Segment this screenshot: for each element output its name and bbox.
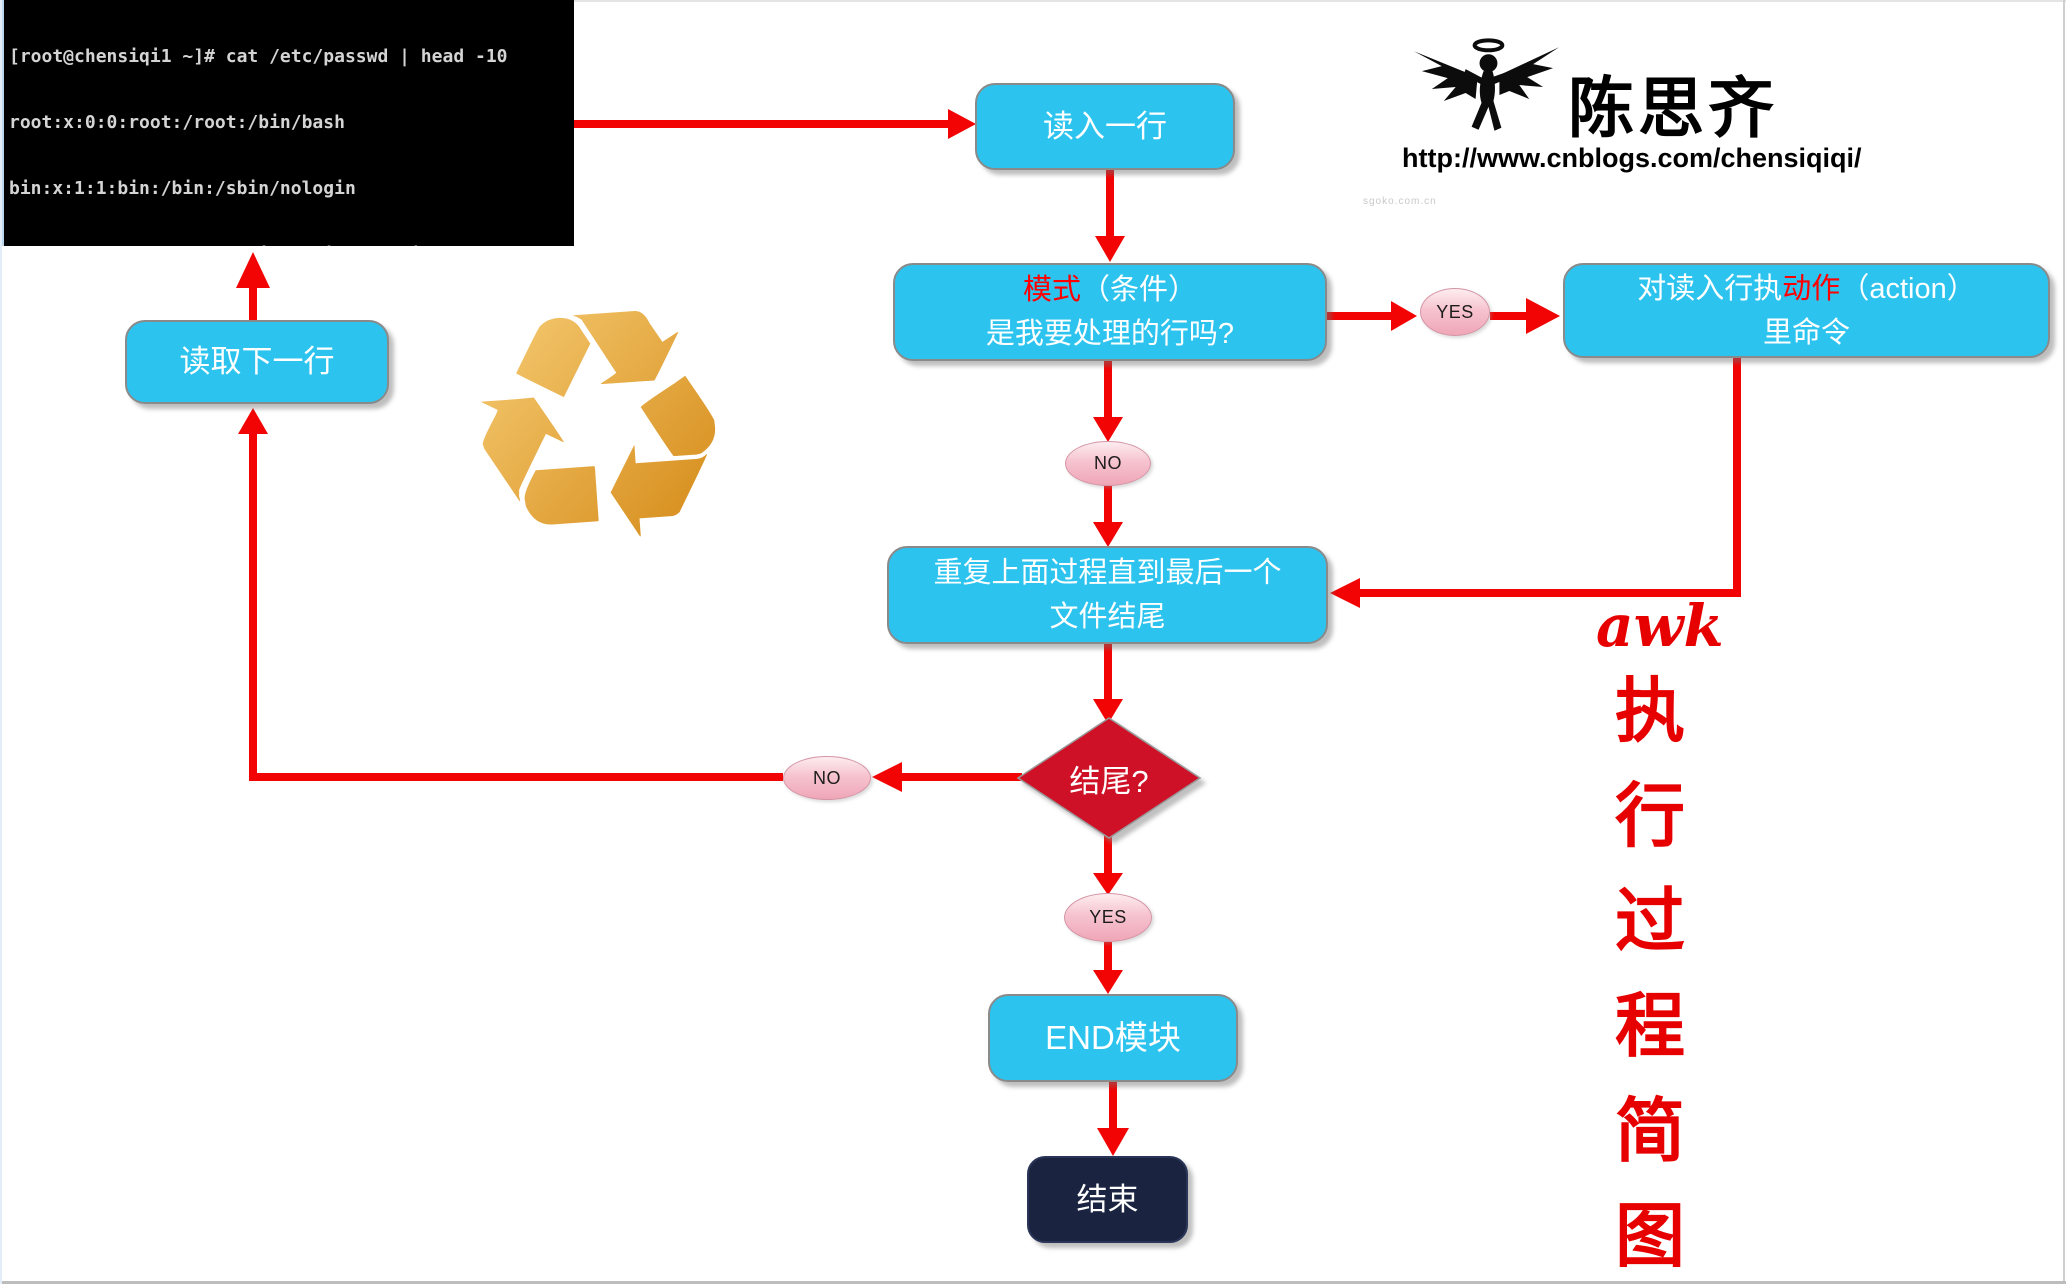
arrow-read-next-to-terminal <box>249 288 257 320</box>
oval-label: YES <box>1436 301 1474 322</box>
arrow-no-to-repeat <box>1104 486 1112 522</box>
arrow-endblock-to-finish <box>1109 1082 1117 1128</box>
node-label: 结束 <box>1076 1181 1139 1217</box>
arrowhead-left-icon <box>1330 578 1360 608</box>
node-line1: 重复上面过程直到最后一个 <box>933 557 1282 589</box>
arrow-yes-to-action <box>1490 312 1526 320</box>
arrow-read-line-to-pattern <box>1106 170 1114 236</box>
arrow-no-left-segment <box>249 773 783 781</box>
node-line1: 模式（条件） <box>1023 268 1197 312</box>
oval-label: YES <box>1089 907 1127 927</box>
node-read-next-line: 读取下一行 <box>125 320 389 404</box>
node-line1: 对读入行执动作（action） <box>1637 267 1975 311</box>
oval-label: NO <box>813 767 841 788</box>
arrow-terminal-to-read-line <box>574 120 948 128</box>
recycle-icon: ♻ <box>442 239 755 617</box>
vertical-title-char: 过 <box>1615 882 1685 960</box>
terminal-screenshot: [root@chensiqi1 ~]# cat /etc/passwd | he… <box>2 0 574 246</box>
pattern-red-text: 模式 <box>1022 274 1081 306</box>
oval-yes-pattern: YES <box>1420 288 1490 336</box>
arrowhead-right-icon <box>1526 298 1560 334</box>
action-post-text: （action） <box>1840 272 1976 305</box>
arrowhead-down-icon <box>1095 236 1125 262</box>
arrow-pattern-to-no <box>1104 361 1112 417</box>
oval-no-endcheck: NO <box>783 756 871 800</box>
node-label: 读取下一行 <box>179 344 335 379</box>
arrowhead-up-icon <box>238 408 268 434</box>
node-end-block: END模块 <box>988 994 1238 1082</box>
angel-wings-icon <box>1408 38 1563 153</box>
vertical-title: 执 行 过 程 简 图 <box>1598 676 1702 1271</box>
arrowhead-down-icon <box>1097 1128 1129 1156</box>
node-repeat: 重复上面过程直到最后一个 文件结尾 <box>887 546 1328 644</box>
arrowhead-left-icon <box>872 762 902 792</box>
arrowhead-right-icon <box>948 109 976 139</box>
watermark-text: sgoko.com.cn <box>1363 196 1437 207</box>
page-border-top <box>0 0 2066 2</box>
node-line2: 文件结尾 <box>1049 601 1166 633</box>
node-label: END模块 <box>1045 1019 1181 1056</box>
arrow-action-to-repeat <box>1360 589 1741 597</box>
logo-url: http://www.cnblogs.com/chensiqiqi/ <box>1402 143 1862 173</box>
arrow-pattern-to-yes <box>1327 312 1391 320</box>
page-border-bottom <box>0 1281 2066 1284</box>
node-read-line: 读入一行 <box>975 83 1235 170</box>
node-end-check-diamond: 结尾? <box>1014 714 1204 842</box>
terminal-line: daemon:x:2:2:daemon:/sbin:/sbin/nologin <box>9 244 574 246</box>
page-border-left <box>0 0 2 1284</box>
arrowhead-down-icon <box>1093 970 1123 994</box>
awk-script-text: awk <box>1596 592 1724 660</box>
terminal-line: bin:x:1:1:bin:/bin:/sbin/nologin <box>9 178 356 199</box>
action-red-text: 动作 <box>1782 272 1841 305</box>
arrowhead-down-icon <box>1093 417 1123 442</box>
logo-name: 陈思齐 <box>1568 71 1778 145</box>
terminal-line: root:x:0:0:root:/root:/bin/bash <box>9 112 345 133</box>
node-line2: 里命令 <box>1762 316 1850 349</box>
arrow-endcheck-to-yes <box>1104 833 1112 873</box>
vertical-title-char: 行 <box>1615 777 1685 855</box>
vertical-title-char: 简 <box>1615 1092 1685 1170</box>
node-label: 读入一行 <box>1043 108 1167 144</box>
node-line2: 是我要处理的行吗? <box>985 318 1235 350</box>
arrow-endcheck-to-no <box>902 773 1022 781</box>
arrowhead-down-icon <box>1093 522 1123 547</box>
node-action: 对读入行执动作（action） 里命令 <box>1563 263 2050 358</box>
action-pre-text: 对读入行执 <box>1637 272 1783 305</box>
arrow-yes-to-endblock <box>1104 942 1112 970</box>
arrow-action-down-segment <box>1733 358 1741 593</box>
oval-yes-endcheck: YES <box>1064 893 1152 942</box>
vertical-title-char: 程 <box>1615 987 1685 1065</box>
diamond-label: 结尾? <box>1069 763 1149 799</box>
node-pattern-condition: 模式（条件） 是我要处理的行吗? <box>893 263 1327 361</box>
pattern-rest-text: （条件） <box>1081 274 1198 306</box>
vertical-title-char: 执 <box>1615 672 1685 750</box>
oval-label: NO <box>1094 453 1122 473</box>
arrowhead-right-icon <box>1391 301 1417 331</box>
arrow-repeat-to-endcheck <box>1104 644 1112 699</box>
vertical-title-char: 图 <box>1615 1197 1685 1275</box>
terminal-line: [root@chensiqi1 ~]# cat /etc/passwd | he… <box>9 46 508 67</box>
arrow-no-up-segment <box>249 434 257 781</box>
oval-no-pattern: NO <box>1065 441 1151 486</box>
arrowhead-up-icon <box>236 252 270 288</box>
node-finish: 结束 <box>1027 1156 1188 1243</box>
page-border-right <box>2063 0 2065 1284</box>
arrowhead-down-icon <box>1093 873 1123 895</box>
